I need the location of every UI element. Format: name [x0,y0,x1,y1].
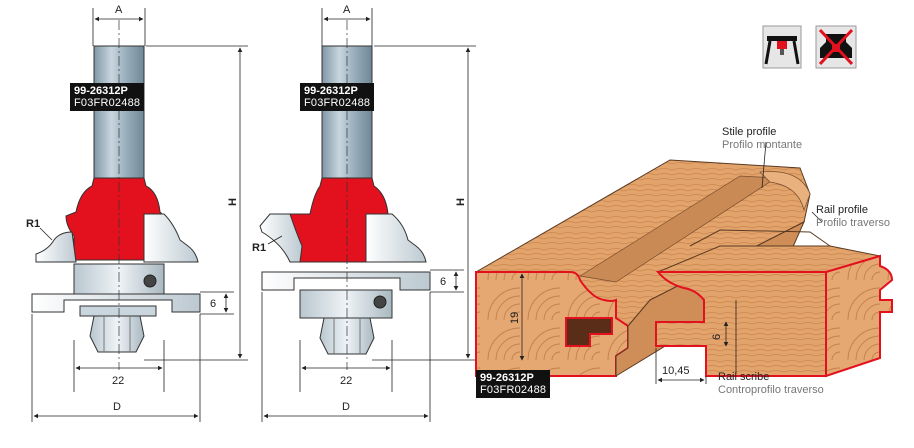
rail-front-face [655,271,827,377]
dim-h-label-2: H [455,198,467,206]
dim-bore-label-1: 22 [112,375,124,387]
joint-profile-illustration [474,159,894,378]
set-screw-1 [143,274,157,288]
stile-profile-it: Profilo montante [722,139,803,151]
carbide-right-1 [143,213,199,263]
dim-r-label-1: R1 [26,218,40,230]
dim-r-label-2: R1 [252,242,266,254]
rail-profile-it: Profilo traverso [816,217,890,229]
dim-a-label-2: A [343,4,351,16]
stile-profile-en: Stile profile [722,126,777,138]
product-code-2: 99-26312P [304,85,358,97]
dim-h-line-2 [372,45,476,361]
dim-depth-label-2: 6 [440,276,446,288]
rail-profile-label: Rail profile Profilo traverso [816,204,890,230]
dim-h-label-1: H [227,198,239,206]
dim-depth-label-1: 6 [210,298,216,310]
rail-scribe-label: Rail scribe Controprofilo traverso [718,371,824,397]
dim-1045-line [655,348,707,384]
code-box-3: 99-26312P F03FR02488 [476,370,551,398]
code-box-1: 99-26312P F03FR02488 [70,83,145,111]
dim-6-label: 6 [711,334,723,340]
bearing-2 [299,289,393,319]
dim-19-label: 19 [509,312,521,324]
dim-h-line-1 [144,45,248,361]
cutter-2: A H 6 R1 22 D [252,4,476,422]
washer-1 [79,305,157,317]
dim-a-line-1 [92,8,146,46]
rail-end-face [825,254,894,378]
dim-d-label-2: D [342,401,350,413]
stile-profile-label: Stile profile Profilo montante [722,126,802,152]
dim-bore-label-2: 22 [340,375,352,387]
dim-bore-line-1 [73,340,165,392]
dim-d-label-1: D [113,401,121,413]
dim-bore-line-2 [299,340,393,392]
dim-a-label-1: A [115,4,123,16]
carbide-right-2 [365,213,427,263]
cutter-1: A H 6 R1 [26,4,248,422]
reference-code-1: F03FR02488 [74,97,141,109]
stile-end-face [475,271,629,377]
dim-a-line-2 [321,8,373,46]
dim-d-line-2 [261,292,431,422]
set-screw-2 [373,295,387,309]
dim-d-line-1 [31,314,201,422]
slot-cutter-1 [31,293,201,313]
reference-code-3: F03FR02488 [480,384,547,396]
carbide-left-1 [35,231,77,263]
dim-depth-line-2 [430,269,464,293]
code-box-2: 99-26312P F03FR02488 [300,83,375,111]
rail-profile-en: Rail profile [816,204,868,216]
rail-scribe-en: Rail scribe [718,371,770,383]
nut-1 [89,315,145,353]
rail-leader [811,211,823,223]
product-code-3: 99-26312P [480,372,534,384]
stile-leader [761,141,767,189]
dim-depth-line-1 [200,291,234,315]
product-code-1: 99-26312P [74,85,128,97]
reference-code-2: F03FR02488 [304,97,371,109]
slot-cutter-2 [261,271,431,291]
carbide-left-2 [259,213,303,263]
rail-scribe-it: Controprofilo traverso [718,384,824,396]
no-handheld-router-icon [815,25,857,69]
router-table-icon [762,25,802,69]
dim-1045-label: 10,45 [662,365,690,377]
